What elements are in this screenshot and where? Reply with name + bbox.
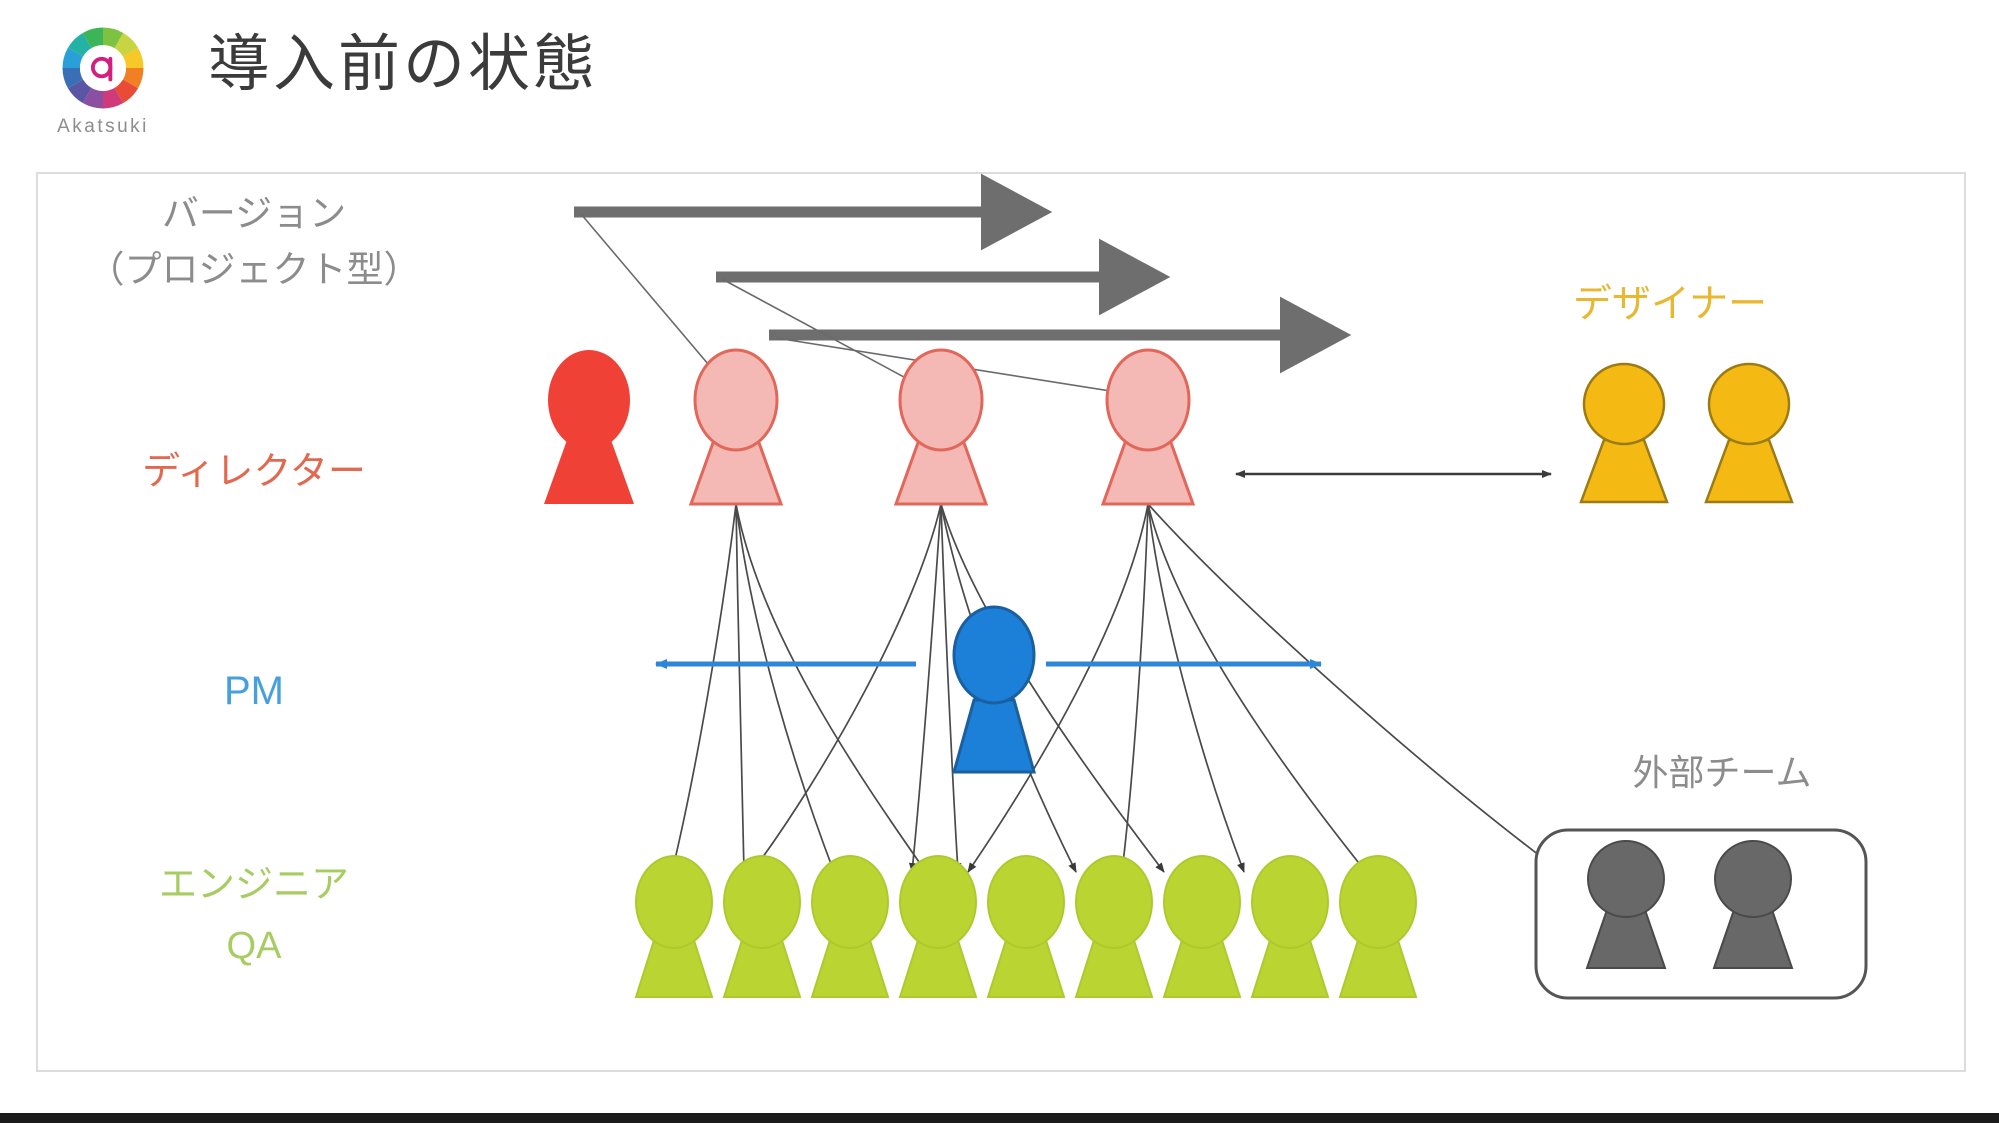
engineer-figure xyxy=(898,855,978,998)
engineer-figure xyxy=(810,855,890,998)
engineer-figure xyxy=(986,855,1066,998)
director-to-engineer-links xyxy=(670,503,1549,873)
engineer-figure xyxy=(722,855,802,998)
director-figure xyxy=(893,348,989,506)
bottom-strip xyxy=(0,1113,1999,1123)
dir4-eng-link xyxy=(1147,503,1245,873)
slide-header: Akatsuki 導入前の状態 xyxy=(0,0,1999,170)
dir2-eng-link xyxy=(735,503,927,873)
external-member-figure xyxy=(1585,840,1667,969)
dir3-eng-link xyxy=(751,503,942,873)
dir2-eng-link xyxy=(670,503,737,873)
director-figures xyxy=(544,348,1196,506)
designer-figure xyxy=(1704,362,1794,504)
engineer-figures xyxy=(634,855,1418,998)
dir3-eng-link xyxy=(908,503,942,873)
version-to-director-links xyxy=(580,213,1149,400)
version-arrows xyxy=(574,173,1352,374)
designer-figure xyxy=(1579,362,1669,504)
dir4-eng-link xyxy=(967,503,1149,873)
akatsuki-logo-icon xyxy=(62,27,144,109)
pm-row-label: PM xyxy=(224,669,284,713)
dir2-eng-link xyxy=(735,503,748,873)
external-member-figure xyxy=(1712,840,1794,969)
external-team-box xyxy=(1534,828,1868,1000)
director-figure xyxy=(1100,348,1196,506)
engineer-figure xyxy=(1338,855,1418,998)
version-label-line1: バージョン xyxy=(162,192,346,235)
engineer-label-line1: エンジニア xyxy=(159,862,349,906)
engineer-figure xyxy=(1162,855,1242,998)
engineer-figure xyxy=(1074,855,1154,998)
dir3-eng-link xyxy=(940,503,962,873)
external-team-label: 外部チーム xyxy=(1633,753,1812,794)
dir4-eng-link xyxy=(1119,503,1149,873)
version-label-line2: （プロジェクト型） xyxy=(88,248,421,291)
dir2-eng-link xyxy=(735,503,835,873)
logo-wordmark: Akatsuki xyxy=(57,116,149,137)
engineer-row-label: エンジニア QA xyxy=(159,862,349,967)
row-label-version: バージョン （プロジェクト型） xyxy=(88,192,421,291)
logo-block: Akatsuki xyxy=(38,22,168,138)
engineer-figure xyxy=(634,855,714,998)
organization-diagram: バージョン （プロジェクト型） ディレクター PM エンジニア QA デザイナー… xyxy=(88,173,1868,1000)
dir4-eng-link xyxy=(1147,503,1367,873)
page-title: 導入前の状態 xyxy=(208,27,599,100)
dir3-eng-link xyxy=(940,503,1165,873)
designer-label: デザイナー xyxy=(1573,282,1767,327)
director-figure xyxy=(688,348,784,506)
engineer-figure xyxy=(1250,855,1330,998)
designer-figures xyxy=(1579,362,1794,504)
engineer-label-line2: QA xyxy=(227,925,283,967)
director-row-label: ディレクター xyxy=(142,449,366,493)
pm-figure xyxy=(952,605,1036,774)
director-figure xyxy=(544,350,634,504)
dir4-external-link xyxy=(1147,503,1549,863)
